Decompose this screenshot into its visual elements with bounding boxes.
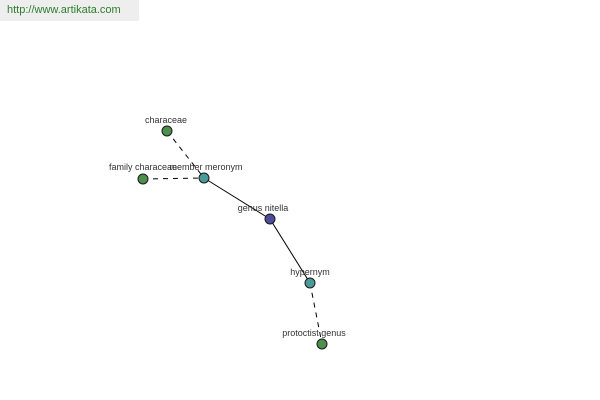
node-genus-nitella[interactable] xyxy=(264,213,276,225)
graph-nodes xyxy=(137,125,328,350)
graph-edges xyxy=(142,130,323,345)
source-watermark: http://www.artikata.com xyxy=(0,0,139,21)
node-protoctist-genus[interactable] xyxy=(316,338,328,350)
edge-member-meronym-genus-nitella xyxy=(203,177,271,220)
node-label-characeae: characeae xyxy=(145,115,187,125)
node-family-characeae[interactable] xyxy=(137,173,149,185)
node-label-genus-nitella: genus nitella xyxy=(238,203,289,213)
edge-genus-nitella-hypernym xyxy=(269,218,311,284)
node-label-hypernym: hypernym xyxy=(290,267,330,277)
node-label-member-meronym: member meronym xyxy=(169,162,242,172)
node-member-meronym[interactable] xyxy=(198,172,210,184)
node-label-family-characeae: family characeae xyxy=(109,162,177,172)
edge-hypernym-protoctist-genus xyxy=(309,282,323,345)
node-hypernym[interactable] xyxy=(304,277,316,289)
node-characeae[interactable] xyxy=(161,125,173,137)
edge-family-characeae-member-meronym xyxy=(142,177,205,180)
source-url-text: http://www.artikata.com xyxy=(7,4,121,16)
node-label-protoctist-genus: protoctist genus xyxy=(282,328,346,338)
